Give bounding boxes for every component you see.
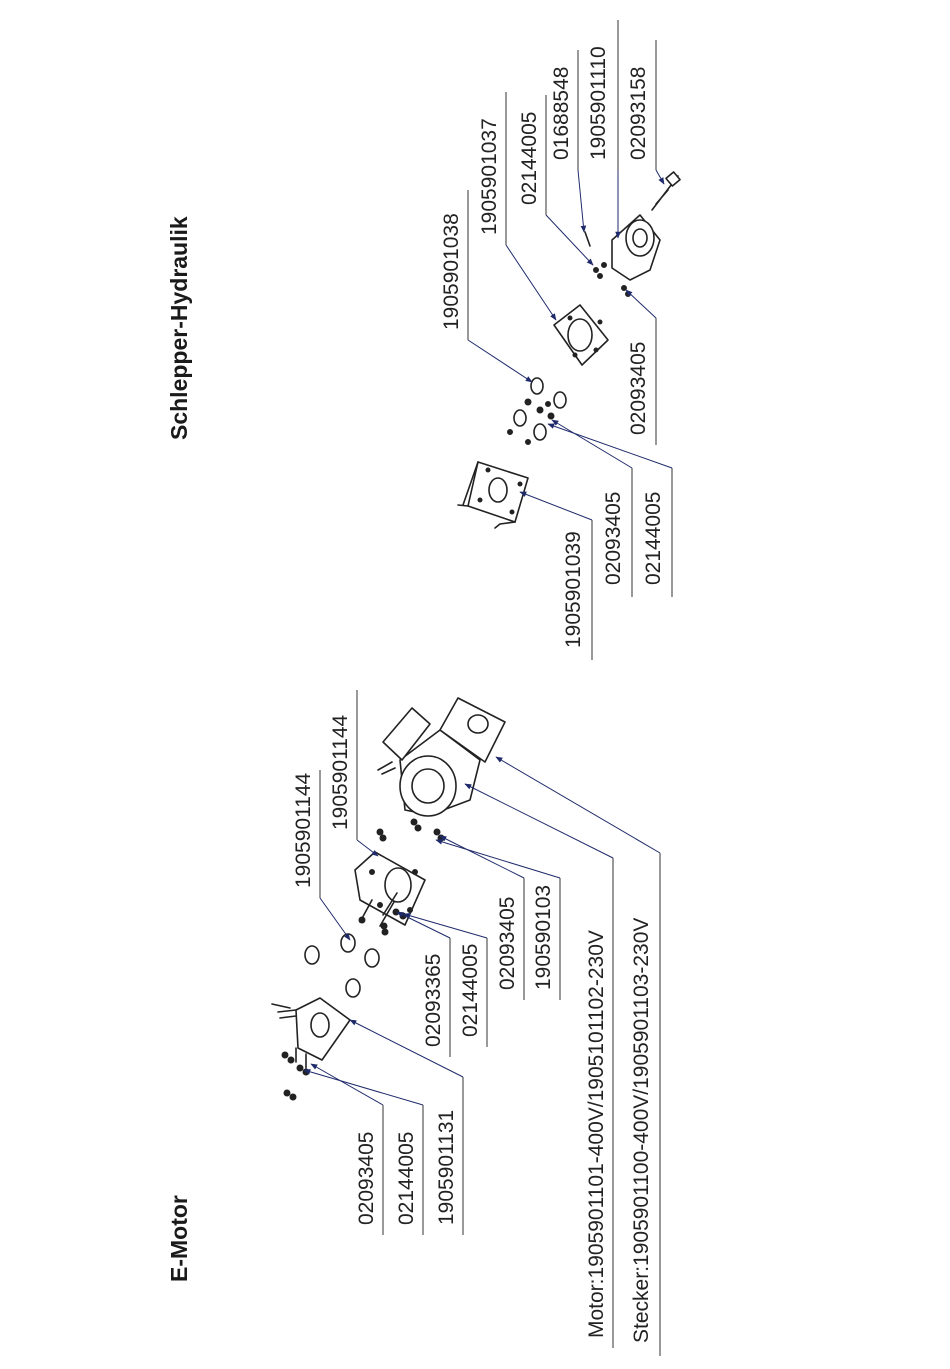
label-hyd-nut-a: 02144005 [642,492,665,585]
label-emotor-motor: Motor:1905901101-400V/1905101102-230V [585,930,608,1338]
label-emotor-bracket: 1905901131 [435,1110,458,1225]
label-emotor-plug: Stecker:1905901100-400V/1905901103-230V [630,918,653,1343]
emotor-motor [378,698,505,816]
label-hyd-screw: 02093158 [627,67,650,160]
emotor-flange [355,852,425,925]
label-hyd-damper: 1905901038 [440,213,463,330]
label-emotor-damper: 190590103 [532,885,555,990]
label-hyd-plate: 1905901037 [478,118,501,235]
label-hyd-pin: 01688548 [550,67,573,160]
label-emotor-flange: 1905901144 [292,772,315,888]
label-hyd-nut-b: 02144005 [518,112,541,205]
section-title-hydraulik: Schlepper-Hydraulik [166,216,192,440]
label-emotor-washer-a: 02093405 [355,1132,378,1225]
label-hyd-washer-a: 02093405 [602,492,625,585]
label-hyd-pump: 1905901110 [587,46,610,160]
label-hyd-bracket: 1905901039 [562,531,585,648]
hydraulik-labels: 1905901039 02093405 02144005 1905901038 … [440,20,672,660]
label-emotor-washer-b: 02093405 [496,897,519,990]
label-emotor-flange-2: 1905901144 [329,714,352,830]
label-emotor-nut-a: 02144005 [395,1132,418,1225]
hydraulik-bracket [458,462,528,528]
section-title-emotor: E-Motor [166,1195,192,1282]
emotor-dampers [305,934,379,997]
hydraulik-dampers [508,378,567,445]
label-emotor-bolt: 02093365 [422,954,445,1047]
label-hyd-washer-b: 02093405 [627,342,650,435]
hydraulik-plate [554,305,608,365]
hydraulik-pump [585,172,680,297]
label-emotor-nut-b: 02144005 [459,944,482,1037]
